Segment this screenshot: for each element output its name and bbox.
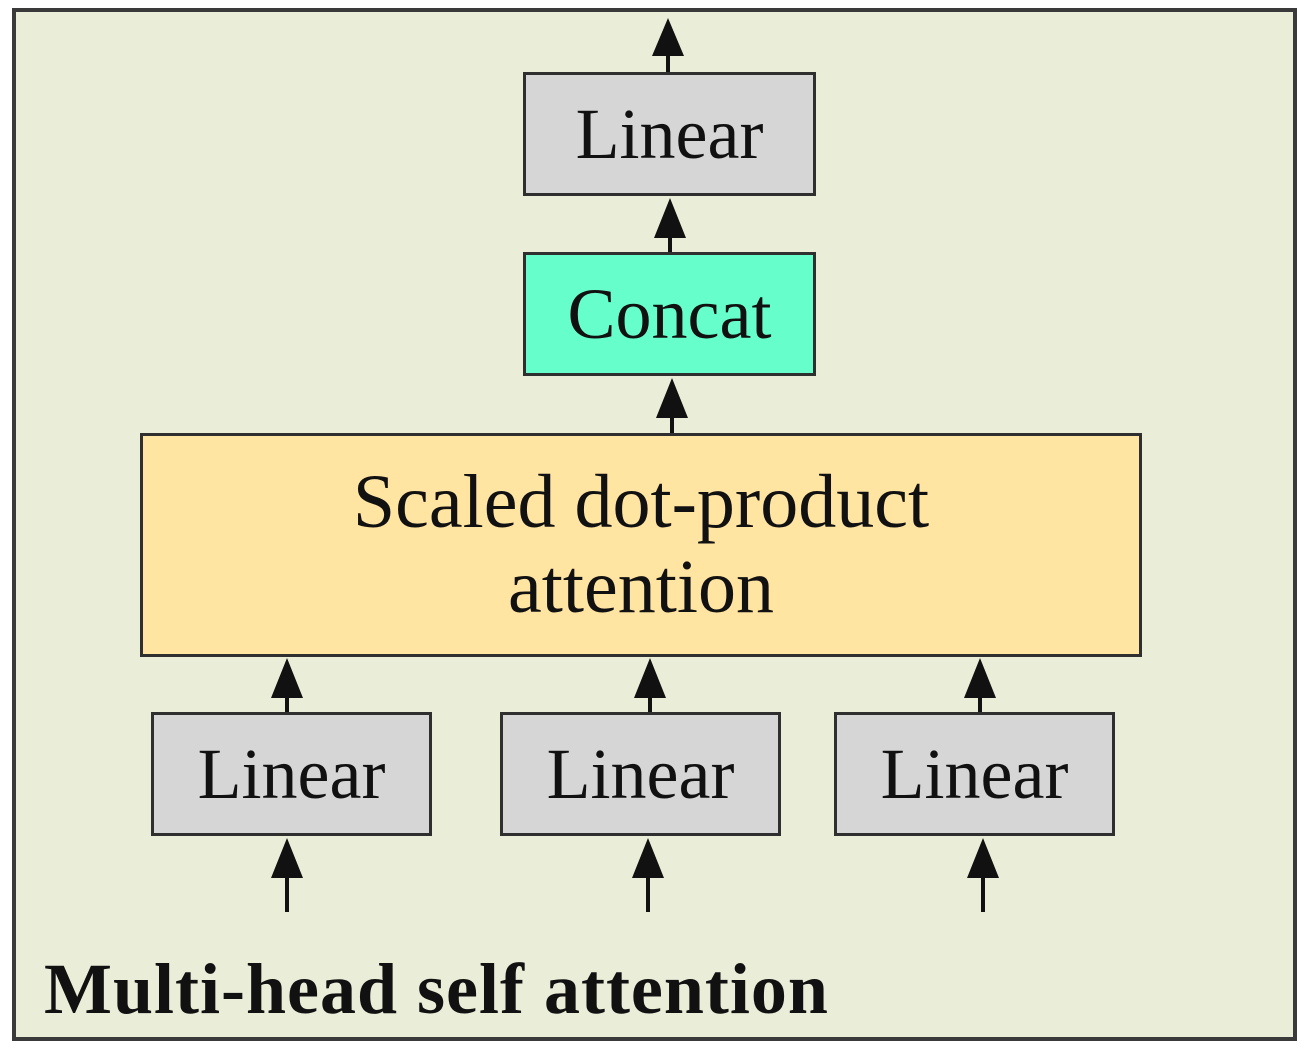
linear-output-box: Linear [523, 72, 816, 196]
linear-output-label: Linear [575, 93, 764, 174]
linear-right-label: Linear [880, 733, 1069, 814]
output-arrow [652, 18, 684, 72]
attention-label-line-2: attention [508, 545, 774, 629]
arrow-concat-to-linear [654, 198, 686, 252]
linear-input-box-left: Linear [151, 712, 432, 836]
concat-box: Concat [523, 252, 816, 376]
concat-label: Concat [567, 273, 772, 354]
diagram-title: Multi-head self attention [44, 949, 829, 1029]
linear-mid-label: Linear [546, 733, 735, 814]
input-arrow-left [271, 838, 303, 912]
linear-input-box-middle: Linear [500, 712, 781, 836]
arrow-linear-right-to-attention [964, 658, 996, 712]
linear-left-label: Linear [197, 733, 386, 814]
input-arrow-right [967, 838, 999, 912]
arrow-linear-left-to-attention [271, 658, 303, 712]
attention-label-line-1: Scaled dot-product [352, 459, 930, 544]
input-arrow-mid [632, 838, 664, 912]
arrow-linear-mid-to-attention [634, 658, 666, 712]
arrow-attention-to-concat [656, 378, 688, 433]
scaled-dot-product-attention-box: Scaled dot-product attention [140, 433, 1142, 657]
linear-input-box-right: Linear [834, 712, 1115, 836]
